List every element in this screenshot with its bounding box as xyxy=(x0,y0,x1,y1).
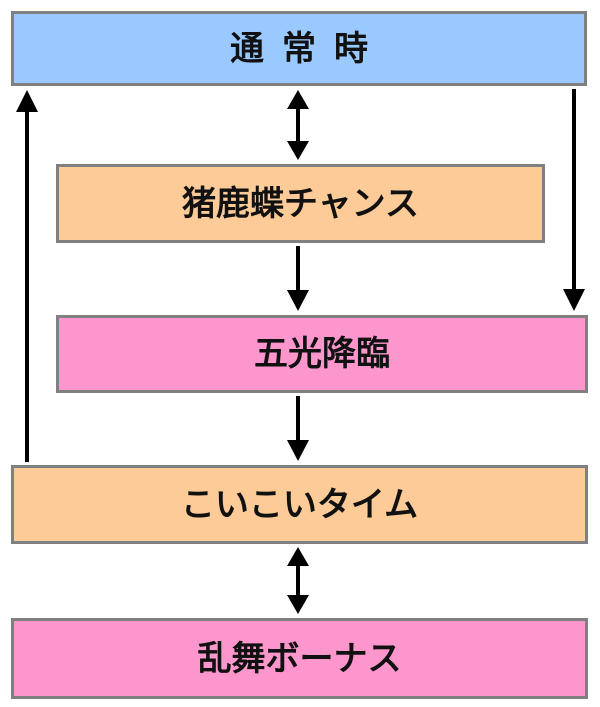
arrow-koikoi-ranbu-bidirectional xyxy=(287,547,309,614)
arrow-normal-chance-bidirectional xyxy=(287,90,309,160)
node-ranbu-bonus: 乱舞ボーナス xyxy=(11,618,588,699)
arrow-normal-to-gokou xyxy=(563,89,585,311)
arrow-koikoi-to-normal xyxy=(16,90,38,462)
node-gokou-kourin: 五光降臨 xyxy=(56,315,588,393)
arrow-gokou-to-koikoi xyxy=(287,396,309,461)
arrow-chance-to-gokou xyxy=(287,246,309,311)
node-inoshikacho-chance-label: 猪鹿蝶チャンス xyxy=(182,183,419,224)
node-ranbu-bonus-label: 乱舞ボーナス xyxy=(197,638,402,679)
node-normal-label: 通常時 xyxy=(230,28,386,69)
node-normal: 通常時 xyxy=(11,11,587,86)
node-gokou-kourin-label: 五光降臨 xyxy=(254,334,390,374)
node-koikoi-time: こいこいタイム xyxy=(11,465,588,544)
node-koikoi-time-label: こいこいタイム xyxy=(180,484,419,525)
node-inoshikacho-chance: 猪鹿蝶チャンス xyxy=(56,164,545,243)
